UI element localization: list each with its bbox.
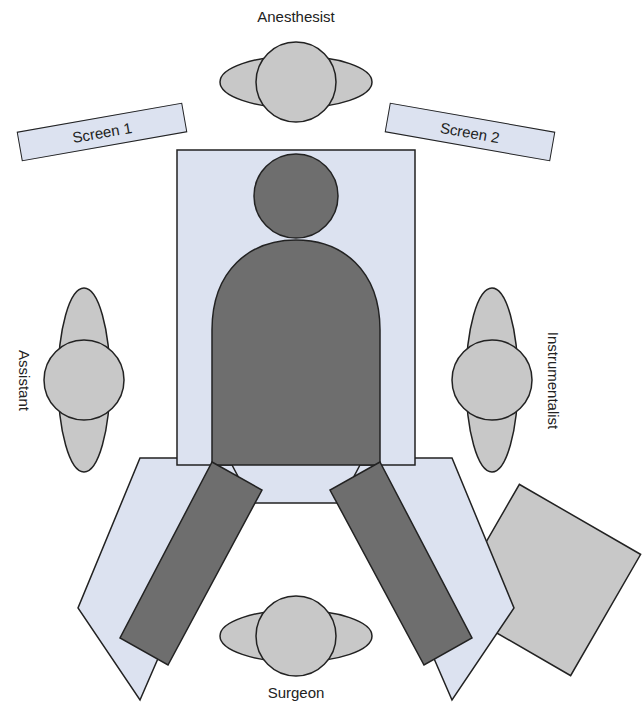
patient-body	[212, 240, 380, 465]
person-head	[256, 42, 336, 122]
screen-label: Screen 1	[71, 118, 133, 145]
role-label: Instrumentalist	[545, 331, 562, 429]
person-head	[44, 340, 124, 420]
person-head	[452, 340, 532, 420]
role-label: Anesthesist	[257, 8, 335, 25]
person-head	[256, 596, 336, 676]
screen-label: Screen 2	[439, 118, 501, 145]
operating-table	[177, 150, 415, 503]
screen-box: Screen 1	[17, 103, 188, 162]
role-label: Assistant	[16, 350, 33, 411]
patient-head	[254, 154, 338, 238]
role-label: Surgeon	[268, 684, 325, 701]
